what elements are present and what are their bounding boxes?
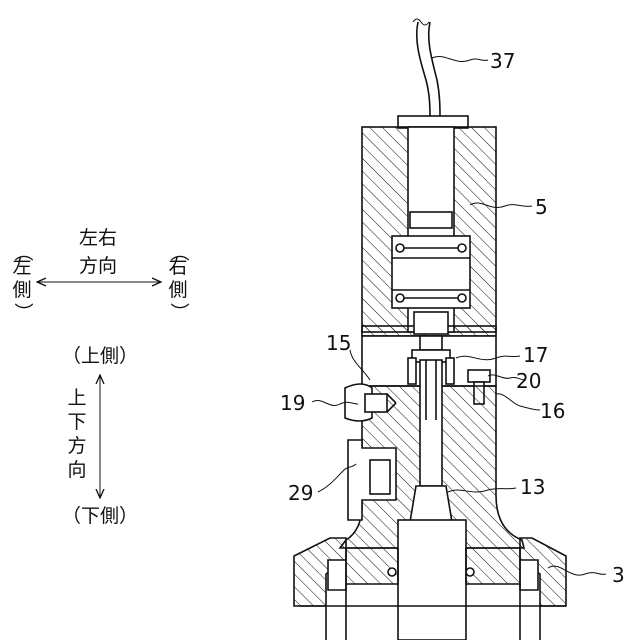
lr-direction-label-2: 方向	[79, 255, 117, 277]
right-side-char-1: 右	[168, 256, 187, 278]
callout-37: 37	[490, 49, 515, 73]
lower-side-label: （下側）	[62, 505, 138, 527]
actuator-block	[362, 116, 496, 336]
main-body	[340, 360, 524, 640]
ud-direction-char-1: 上	[67, 387, 86, 409]
callout-20: 20	[516, 369, 541, 393]
ud-direction-char-2: 下	[67, 411, 86, 433]
ud-direction-char-3: 方	[67, 435, 86, 457]
callout-15: 15	[326, 331, 351, 355]
ud-direction-char-4: 向	[67, 459, 86, 481]
callout-16: 16	[540, 399, 565, 423]
vertical-direction-legend: （上側） 上 下 方 向 （下側）	[62, 345, 138, 527]
cable	[413, 19, 440, 118]
horizontal-direction-legend: 左右 方向 （ 左 側 ） （ 右 側 ）	[12, 227, 190, 322]
callout-3: 3	[612, 563, 625, 587]
left-side-paren-close: ）	[12, 302, 34, 321]
right-side-paren-close: ）	[168, 302, 190, 321]
callout-17: 17	[523, 343, 548, 367]
left-side-char-1: 左	[12, 256, 31, 278]
left-side-char-2: 側	[12, 279, 31, 301]
callout-29: 29	[288, 481, 313, 505]
upper-side-label: （上側）	[62, 345, 138, 367]
callout-5: 5	[535, 195, 548, 219]
right-side-char-2: 側	[168, 279, 187, 301]
callout-19: 19	[280, 391, 305, 415]
callout-13: 13	[520, 475, 545, 499]
lr-direction-label-1: 左右	[79, 227, 117, 249]
